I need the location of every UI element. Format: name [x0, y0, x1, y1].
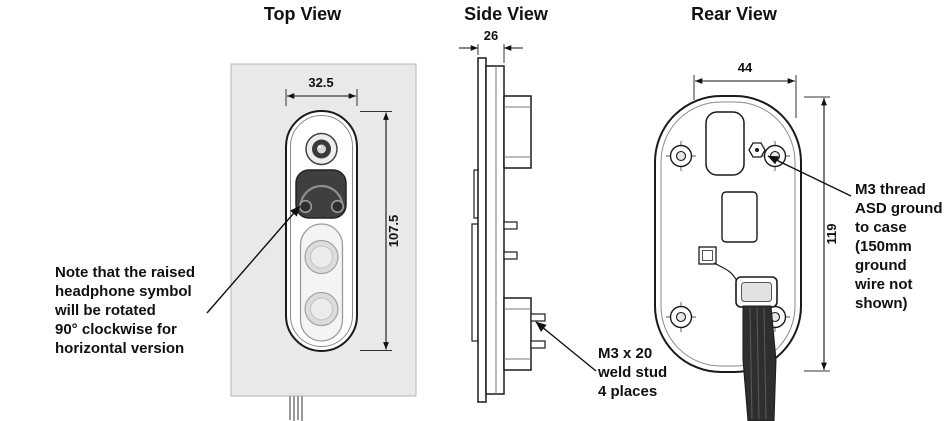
- weld-stud-note: M3 x 20 weld stud 4 places: [598, 344, 698, 401]
- headphone-rotation-note: Note that the raised headphone symbol wi…: [55, 263, 230, 358]
- top-height-dimension: 107.5: [360, 111, 401, 351]
- headphone-symbol-module: [295, 169, 347, 219]
- ground-wire-note: M3 thread ASD ground to case (150mm grou…: [855, 180, 945, 313]
- note-line: to case: [855, 219, 907, 236]
- note-line: headphone symbol: [55, 283, 192, 300]
- side-view-title: Side View: [464, 4, 548, 24]
- front-plate-profile: [477, 57, 487, 403]
- internal-wire: [713, 262, 738, 282]
- rear-view-drawing: 44 119: [654, 60, 852, 421]
- note-line: Note that the raised: [55, 264, 196, 281]
- body-profile: [485, 65, 505, 395]
- rear-top-opening: [705, 111, 745, 176]
- headphone-band-icon: [299, 184, 344, 208]
- side-view-drawing: 26: [459, 28, 597, 403]
- corner-screw-bottom-left: [666, 302, 696, 332]
- cable-lines: [289, 396, 303, 421]
- note-line: ASD ground: [855, 200, 943, 217]
- note-line: shown): [855, 295, 908, 312]
- note-line: 90° clockwise for: [55, 321, 177, 338]
- rear-view-title: Rear View: [691, 4, 777, 24]
- note-line: will be rotated: [55, 302, 156, 319]
- weld-stud-note-leader-arrow: [535, 321, 597, 372]
- rear-middle-module: [721, 191, 758, 243]
- ribbon-cable: [742, 305, 777, 421]
- rear-case-inner-outline: [660, 101, 796, 367]
- note-line: weld stud: [598, 364, 668, 381]
- rear-width-dimension: 44: [693, 60, 797, 118]
- cable-connector: [735, 276, 778, 308]
- headphone-earcup-left-icon: [298, 199, 313, 214]
- bottom-rear-box: [503, 297, 532, 371]
- note-line: wire not: [855, 276, 913, 293]
- small-square-port: [698, 246, 717, 265]
- note-line: 4 places: [598, 383, 658, 400]
- rear-height-dim-label: 119: [824, 224, 839, 245]
- rear-width-dim-label: 44: [738, 60, 753, 75]
- rear-height-dimension: 119: [804, 96, 839, 372]
- note-line: (150mm: [855, 238, 912, 255]
- note-line: M3 x 20: [598, 345, 653, 362]
- top-view-title: Top View: [263, 4, 342, 24]
- headphone-earcup-right-icon: [330, 199, 345, 214]
- headphone-note-leader-arrow: [206, 205, 301, 314]
- top-rear-box: [503, 95, 532, 169]
- weld-studs: [503, 221, 546, 349]
- top-width-dim-label: 32.5: [308, 75, 333, 90]
- device-inner-outline: [290, 115, 353, 347]
- top-view-drawing: 32.5 107.5: [206, 63, 417, 421]
- button-pill: [299, 223, 344, 342]
- front-pill-profile: [471, 223, 479, 342]
- side-depth-dimension: 26: [459, 28, 523, 63]
- corner-screw-top-left: [666, 141, 696, 171]
- note-line: ground: [855, 257, 907, 274]
- ground-nut: [748, 142, 766, 158]
- side-depth-dim-label: 26: [484, 28, 498, 43]
- top-height-dim-label: 107.5: [386, 215, 401, 248]
- note-line: M3 thread: [855, 181, 926, 198]
- camera-lens: [305, 132, 338, 166]
- ground-note-leader-arrow: [767, 155, 852, 197]
- top-width-dimension: 32.5: [285, 75, 358, 106]
- note-line: horizontal version: [55, 340, 185, 357]
